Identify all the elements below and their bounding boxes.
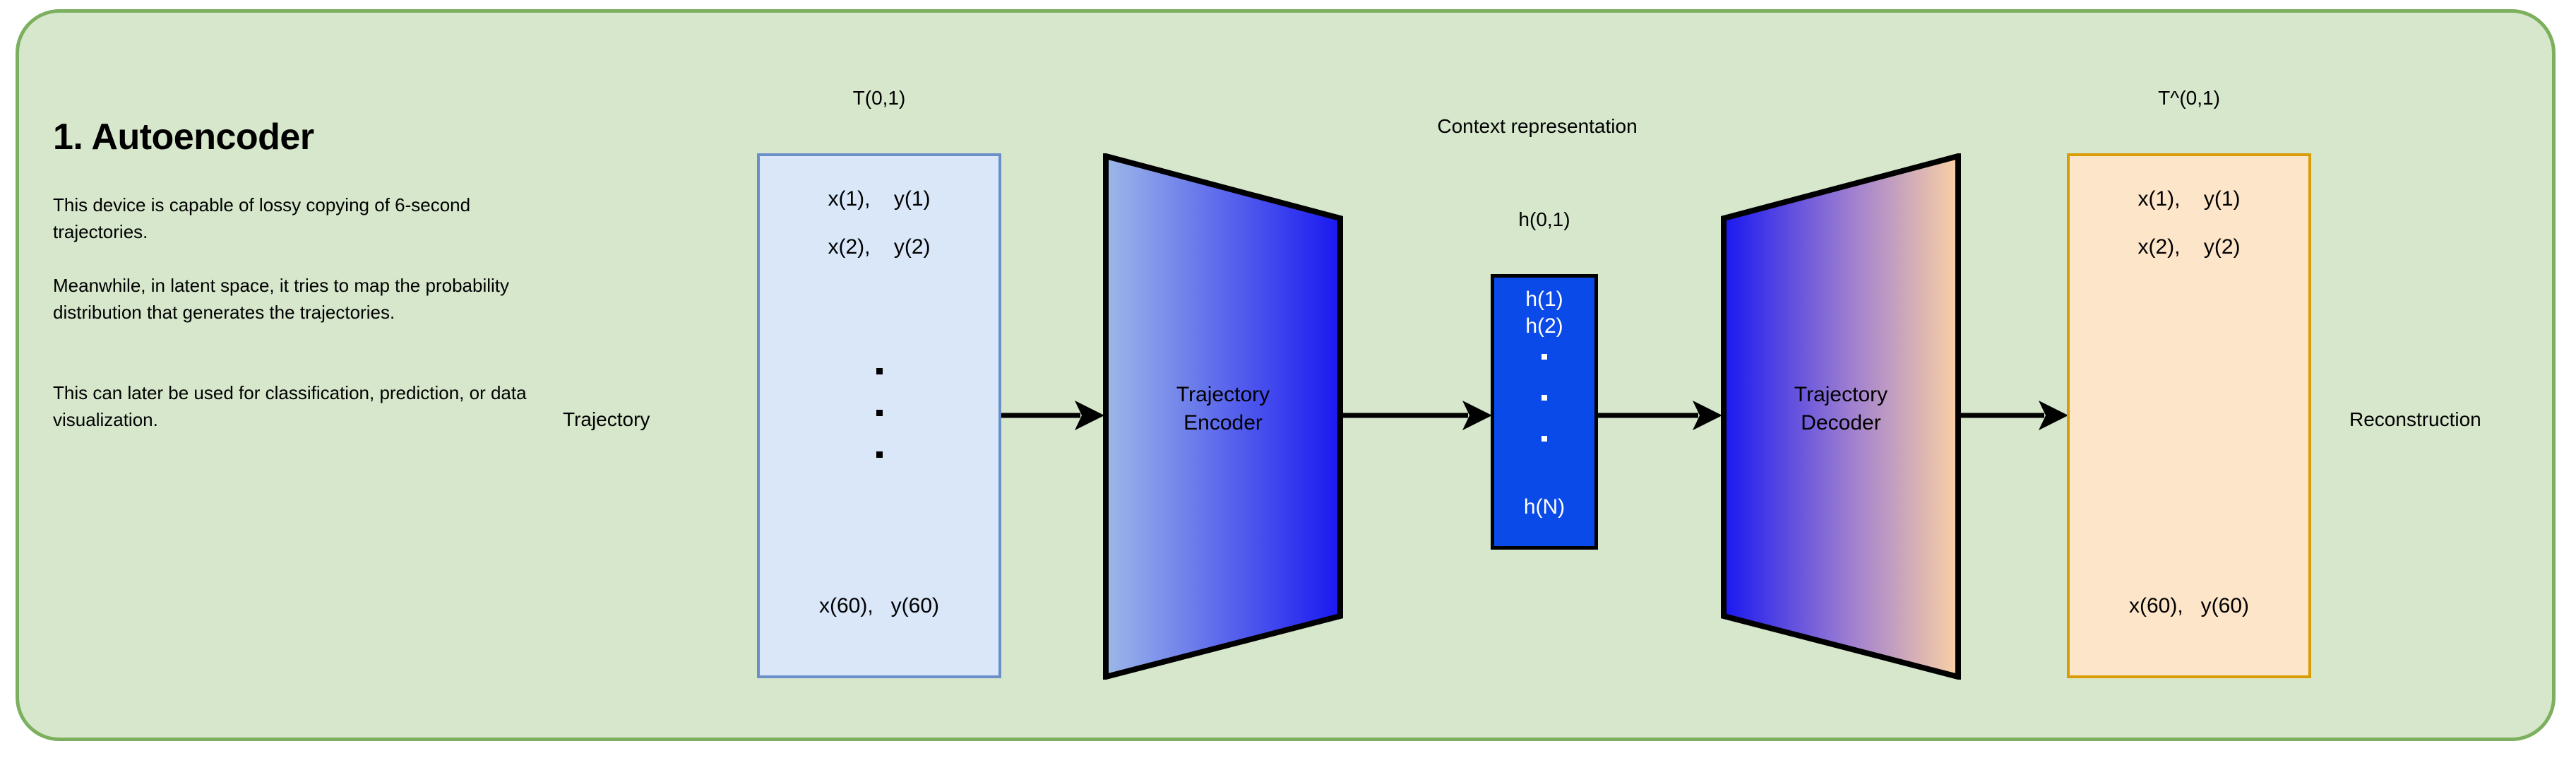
input-ellipsis-dots: [760, 368, 998, 458]
output-row-2: x(2), y(2): [2137, 235, 2241, 259]
trajectory-decoder-shape: Trajectory Decoder: [1721, 153, 1961, 680]
latent-vector-box: h(1) h(2) h(N): [1491, 274, 1598, 550]
output-row-last: x(60), y(60): [2128, 594, 2250, 617]
input-row-1: x(1), y(1): [828, 187, 931, 211]
output-reconstruction-box: x(1), y(1) x(2), y(2) x(60), y(60): [2067, 153, 2311, 678]
arrow-latent-to-decoder: [1598, 399, 1722, 432]
input-row-2: x(2), y(2): [828, 235, 931, 259]
description-paragraph-2: Meanwhile, in latent space, it tries to …: [53, 275, 510, 323]
latent-row-2: h(2): [1525, 314, 1563, 338]
description-paragraph-3: This can later be used for classificatio…: [53, 382, 527, 430]
latent-row-1: h(1): [1525, 288, 1563, 311]
arrow-input-to-encoder: [1001, 399, 1104, 432]
output-caption: T^(0,1): [2158, 87, 2220, 109]
context-representation-caption: Context representation: [1437, 115, 1638, 137]
input-row-last: x(60), y(60): [818, 594, 940, 617]
latent-ellipsis-dots: [1494, 354, 1594, 442]
autoencoder-panel: 1. Autoencoder This device is capable of…: [16, 9, 2556, 741]
description-paragraph-1: This device is capable of lossy copying …: [53, 194, 471, 242]
arrow-decoder-to-output: [1959, 399, 2068, 432]
input-caption: T(0,1): [852, 87, 906, 109]
trajectory-encoder-shape: Trajectory Encoder: [1103, 153, 1343, 680]
page-title: 1. Autoencoder: [53, 117, 314, 158]
input-trajectory-box: x(1), y(1) x(2), y(2) x(60), y(60): [757, 153, 1001, 678]
latent-row-last: h(N): [1523, 495, 1566, 519]
output-row-1: x(1), y(1): [2137, 187, 2241, 211]
arrow-encoder-to-latent: [1341, 399, 1492, 432]
latent-caption: h(0,1): [1518, 208, 1570, 230]
trajectory-side-label: Trajectory: [563, 408, 650, 430]
reconstruction-side-label: Reconstruction: [2349, 408, 2481, 430]
